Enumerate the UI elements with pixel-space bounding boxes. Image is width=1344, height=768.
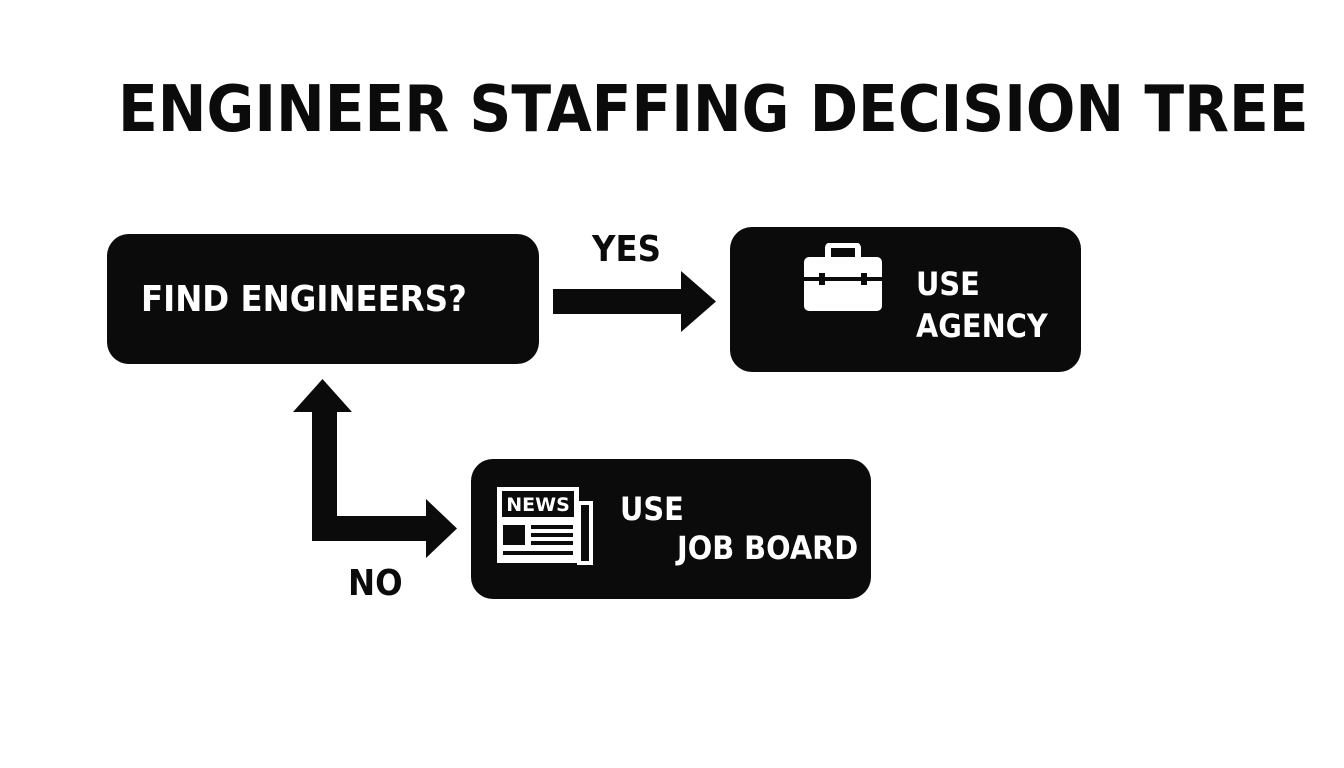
yes-arrow bbox=[553, 271, 716, 332]
newspaper-icon-text: NEWS bbox=[506, 494, 570, 516]
diagram-title: ENGINEER STAFFING DECISION TREE bbox=[118, 73, 1309, 147]
question-node: FIND ENGINEERS? bbox=[107, 234, 539, 364]
briefcase-icon bbox=[804, 243, 882, 311]
no-label: NO bbox=[348, 563, 403, 604]
yes-label: YES bbox=[592, 229, 661, 270]
job-board-line-1: USE bbox=[620, 490, 684, 528]
agency-line-2: AGENCY bbox=[916, 307, 1048, 345]
no-arrow bbox=[293, 379, 457, 558]
job-board-line-2: JOB BOARD bbox=[677, 529, 859, 567]
agency-line-1: USE bbox=[916, 265, 980, 303]
newspaper-icon: NEWS bbox=[497, 487, 593, 565]
agency-node: USE AGENCY bbox=[730, 227, 1081, 372]
job-board-node: NEWS USE JOB BOARD bbox=[471, 459, 871, 599]
question-label: FIND ENGINEERS? bbox=[141, 279, 467, 320]
